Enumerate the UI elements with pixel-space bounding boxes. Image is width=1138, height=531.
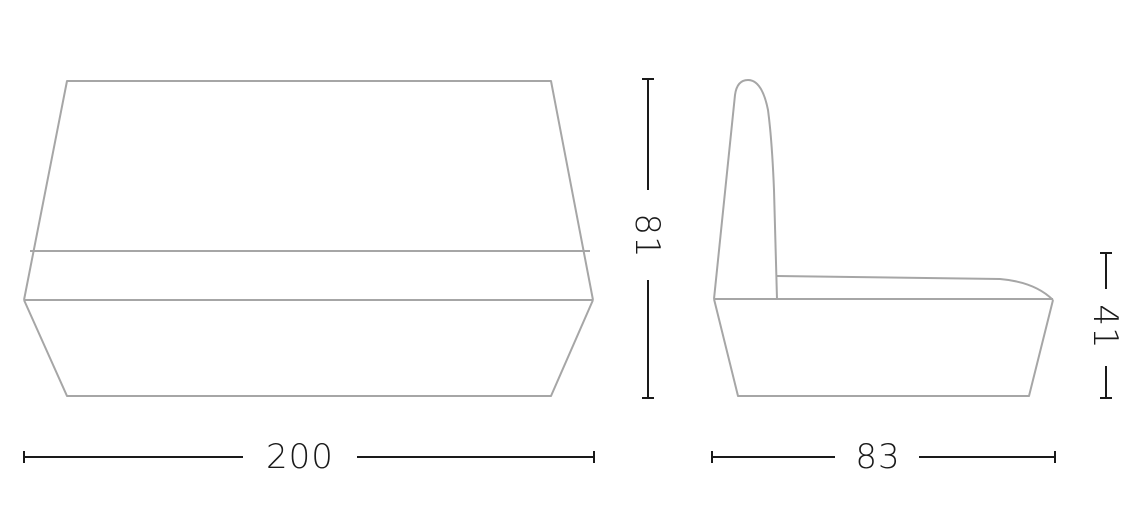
height-dim-label: 81 (627, 213, 667, 258)
side-seat-cushion-outline (776, 275, 1054, 301)
height-dimension: 81 (627, 78, 667, 399)
seat-height-dimension: 41 (1085, 252, 1125, 399)
depth-dimension: 83 (711, 437, 1056, 477)
seat-height-dim-label: 41 (1085, 304, 1125, 349)
front-backrest-outline (23, 80, 594, 301)
side-backrest-outline (713, 79, 778, 300)
front-view (23, 80, 594, 397)
front-base-outline (23, 299, 594, 397)
side-base-outline (713, 298, 1054, 397)
width-dim-label: 200 (266, 437, 334, 477)
depth-dim-label: 83 (855, 437, 900, 477)
side-view (713, 79, 1054, 397)
width-dimension: 200 (23, 437, 595, 477)
